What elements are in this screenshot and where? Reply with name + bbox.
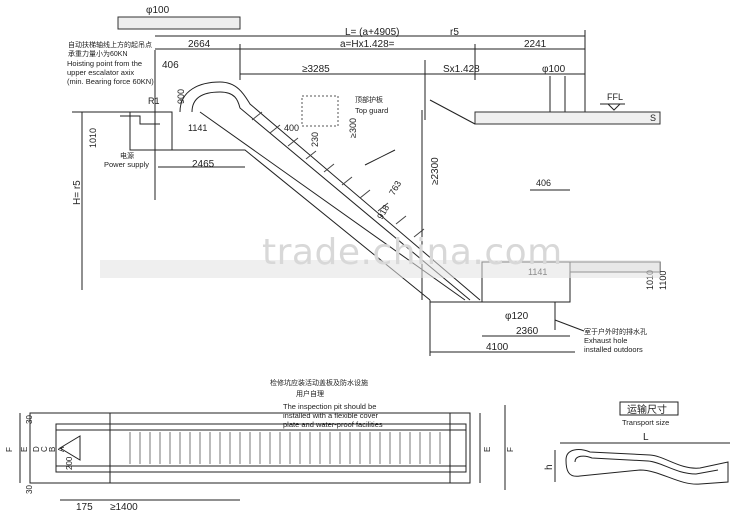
- upper-floor-slab: [474, 111, 661, 125]
- exhaust-cn: 室于户外时的排水孔: [584, 327, 647, 336]
- plan-d175: 175: [76, 502, 93, 513]
- dim-slope: [429, 99, 476, 125]
- transport-size: 运输尺寸 Transport size L h: [544, 401, 730, 485]
- total-length-sym: r5: [450, 27, 459, 38]
- ffl-mark: [607, 103, 621, 111]
- d3285-label: ≥3285: [302, 64, 330, 75]
- plan-arrow: [59, 435, 81, 461]
- exhaust-leader: [554, 319, 585, 332]
- transport-escalator-inner: [574, 455, 719, 475]
- side-elevation: φ100 L= (a+4905) r5 2664 a=Hx1.428= 2241…: [67, 5, 668, 356]
- d4100-label: 4100: [486, 342, 509, 353]
- plan-letter-b: B: [48, 447, 57, 452]
- hoist-note-en1: Hoisting point from the: [67, 59, 142, 68]
- hoist-note-cn2: 承重力量小为60KN: [68, 49, 128, 58]
- transport-l: L: [643, 432, 649, 443]
- transport-escalator-outline: [565, 449, 729, 485]
- plan-inner: [55, 423, 467, 473]
- pit-note-en1: The inspection pit should be: [283, 402, 376, 411]
- plan-d30-top: 30: [25, 415, 34, 424]
- top-guard-cn: 顶部护板: [355, 95, 383, 104]
- power-en: Power supply: [104, 160, 149, 169]
- plan-d1400: ≥1400: [110, 502, 138, 513]
- plan-letter-f-right: F: [506, 447, 515, 452]
- plan-letter-d: D: [32, 446, 41, 452]
- a-formula: a=Hx1.428=: [340, 39, 395, 50]
- transport-title-cn: 运输尺寸: [627, 403, 667, 416]
- exhaust-en2: installed outdoors: [584, 345, 643, 354]
- r1-label: R1: [148, 96, 160, 106]
- upper-handrail-curve: [179, 81, 481, 301]
- d2465-label: 2465: [192, 159, 215, 170]
- total-length-label: L= (a+4905): [345, 27, 400, 38]
- sx-label: Sx1.428: [443, 64, 480, 75]
- watermark-band: [100, 260, 660, 278]
- dia100-right: φ100: [542, 64, 566, 75]
- d2300-label: ≥2300: [430, 157, 441, 185]
- plan-letter-e-right: E: [483, 447, 492, 452]
- hoist-note-en3: (min. Bearing force 60KN): [67, 77, 154, 86]
- d1010-right: 1010: [645, 270, 655, 290]
- d300-label: ≥300: [348, 118, 358, 138]
- pit-note-cn1: 检修坑应装活动盖板及防水设施: [270, 378, 368, 387]
- watermark: trade.china.com: [262, 232, 563, 273]
- hoist-note-cn: 自动扶梯轴线上方的起吊点: [68, 40, 152, 49]
- pit-note-cn2: 用户自理: [296, 389, 324, 398]
- plan-view: 检修坑应装活动盖板及防水设施 用户自理 The inspection pit s…: [5, 378, 515, 513]
- transport-h: h: [544, 464, 555, 470]
- top-guard-en: Top guard: [355, 106, 388, 115]
- top-dia-label: φ100: [146, 5, 170, 16]
- plan-letter-e: E: [20, 447, 29, 452]
- plan-letter-a: A: [57, 446, 66, 452]
- h-label: H= r5: [72, 180, 83, 205]
- d1010-left: 1010: [88, 128, 98, 148]
- top-guard: [301, 95, 339, 127]
- d2360-label: 2360: [516, 326, 539, 337]
- dim-763-line: [364, 149, 396, 166]
- plan-d200: 200: [65, 456, 74, 470]
- upper-handrail-inner: [191, 91, 471, 301]
- plan-letter-c: C: [40, 446, 49, 452]
- plan-outline: [29, 412, 471, 484]
- transport-title-box: [619, 401, 679, 416]
- step-edge: [120, 115, 160, 125]
- transport-title-en: Transport size: [622, 418, 669, 427]
- top-slab: [117, 16, 241, 30]
- plan-letter-f: F: [5, 447, 14, 452]
- ffl-label: FFL: [607, 92, 623, 102]
- d230-label: 230: [310, 132, 320, 147]
- upper-pit: [129, 111, 173, 151]
- d406-top: 406: [162, 60, 179, 71]
- d400-label: 400: [284, 123, 299, 133]
- pit-note-en2: installed with a flexible cover: [283, 411, 379, 420]
- d1100-label: 1100: [658, 271, 668, 290]
- plan-steps: [129, 432, 441, 464]
- incline-steps: [251, 111, 425, 238]
- top-left-dim: 2664: [188, 39, 211, 50]
- d120-label: φ120: [505, 311, 529, 322]
- s-right: S: [650, 113, 656, 123]
- d406-bottom: 406: [536, 178, 551, 188]
- top-right-dim: 2241: [524, 39, 547, 50]
- truss-bottom: [160, 149, 431, 301]
- d763-label: 763: [387, 179, 403, 197]
- d1141-label: 1141: [188, 123, 207, 133]
- plan-d30-bottom: 30: [25, 485, 34, 494]
- d918-label: 918: [375, 203, 391, 221]
- hoist-note-en2: upper escalator axix: [67, 68, 134, 77]
- d900-label: 900: [176, 89, 186, 104]
- power-cn: 电源: [120, 151, 134, 160]
- exhaust-en1: Exhaust hole: [584, 336, 627, 345]
